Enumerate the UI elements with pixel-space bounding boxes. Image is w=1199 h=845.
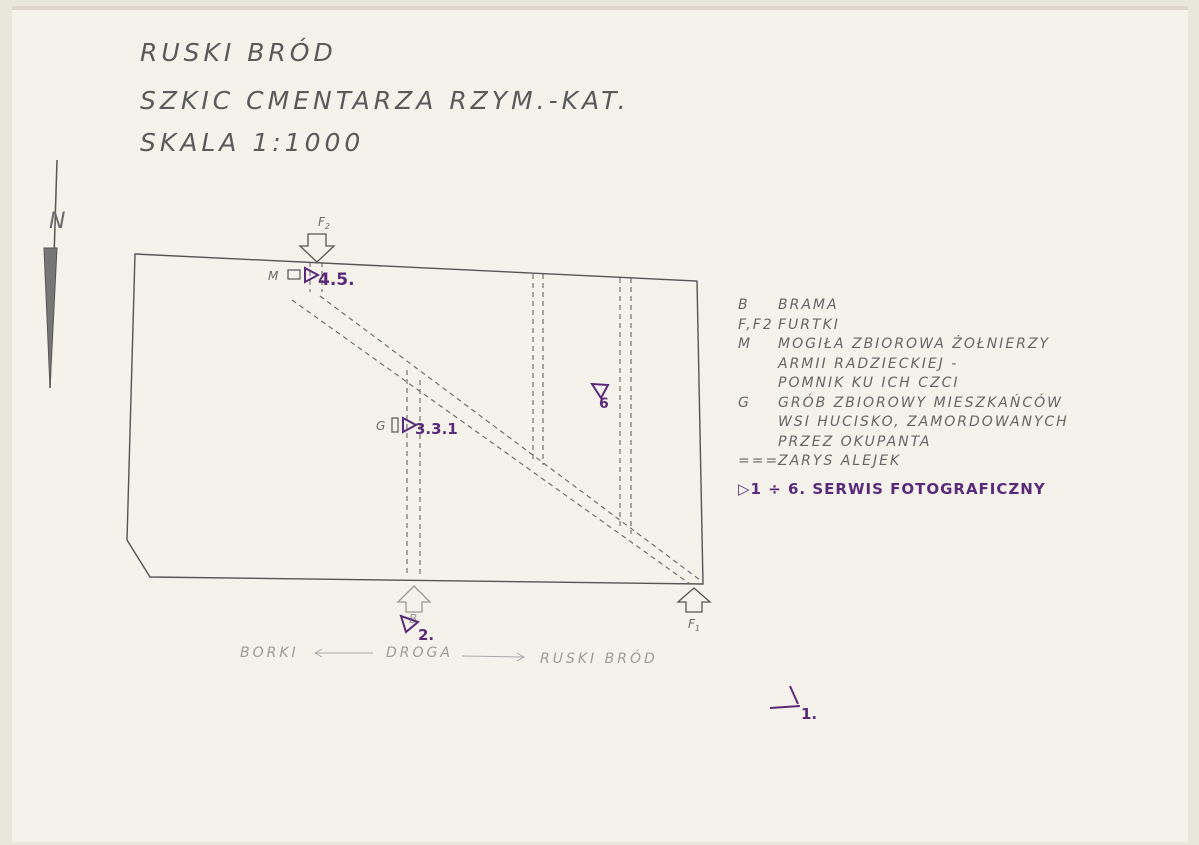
road-right-label: RUSKI BRÓD	[540, 649, 658, 667]
photo-mark-m: 4.5.	[304, 266, 355, 290]
cemetery-outline	[126, 253, 704, 585]
photo-mark-g-text: 3.3.1	[415, 420, 458, 438]
wicket-f2-arrow-icon: F2	[298, 215, 336, 263]
road-center-label: DROGA	[386, 645, 453, 661]
legend-text: WSI HUCISKO, ZAMORDOWANYCH	[778, 414, 1069, 430]
legend-text: PRZEZ OKUPANTA	[778, 433, 932, 450]
photo-mark-m-text: 4.5.	[318, 270, 355, 290]
photo-mark-6-text: 6	[599, 396, 609, 412]
title-place: RUSKI BRÓD	[140, 38, 337, 67]
legend-key: G	[738, 394, 751, 411]
legend-text: MOGIŁA ZBIOROWA ŻOŁNIERZY	[778, 336, 1051, 352]
photo-mark-6: 6	[590, 382, 610, 412]
legend-text: POMNIK KU ICH CZCI	[778, 375, 960, 391]
legend-key: B	[738, 297, 750, 313]
road: BORKI DROGA RUSKI BRÓD	[240, 645, 658, 667]
paper-sheet	[12, 6, 1188, 842]
north-label: N	[49, 209, 65, 234]
wicket-f1-arrow-icon: F1	[676, 587, 712, 633]
wicket-f1-label: F1	[688, 617, 700, 633]
photo-mark-g: 3.3.1	[402, 416, 458, 438]
grave-g-label: G	[376, 419, 385, 433]
photo-mark-2: 2.	[399, 614, 434, 644]
legend-text: FURTKI	[778, 316, 840, 333]
road-left-label: BORKI	[240, 645, 299, 661]
alleys	[291, 262, 701, 585]
wicket-f2-label: F2	[318, 215, 330, 231]
page-mark-text: 1.	[801, 705, 817, 723]
legend-text: BRAMA	[778, 297, 839, 313]
north-arrow-icon: N	[43, 159, 65, 389]
mass-grave-m: M	[268, 269, 301, 283]
legend-text: ZARYS ALEJEK	[778, 453, 902, 469]
legend-key: ===	[738, 453, 780, 469]
legend-text: GRÓB ZBIOROWY MIESZKAŃCÓW	[778, 394, 1063, 411]
photo-mark-1: 1.	[769, 685, 817, 723]
gate-b-arrow-icon: B	[396, 585, 432, 626]
title-scale: SKALA 1:1000	[140, 128, 365, 157]
legend-photo-service: ▷1 ÷ 6. SERWIS FOTOGRAFICZNY	[738, 480, 1046, 498]
gate-b-label: B	[409, 612, 417, 626]
photo-mark-2-text: 2.	[418, 626, 434, 644]
legend-key: M	[738, 336, 753, 352]
title-sketch: SZKIC CMENTARZA RZYM.-KAT.	[140, 86, 630, 115]
legend-text: ARMII RADZIECKIEJ -	[778, 355, 959, 372]
grave-m-label: M	[268, 269, 279, 283]
mass-grave-g: G	[376, 417, 399, 433]
legend-key: F,F2	[738, 316, 774, 333]
